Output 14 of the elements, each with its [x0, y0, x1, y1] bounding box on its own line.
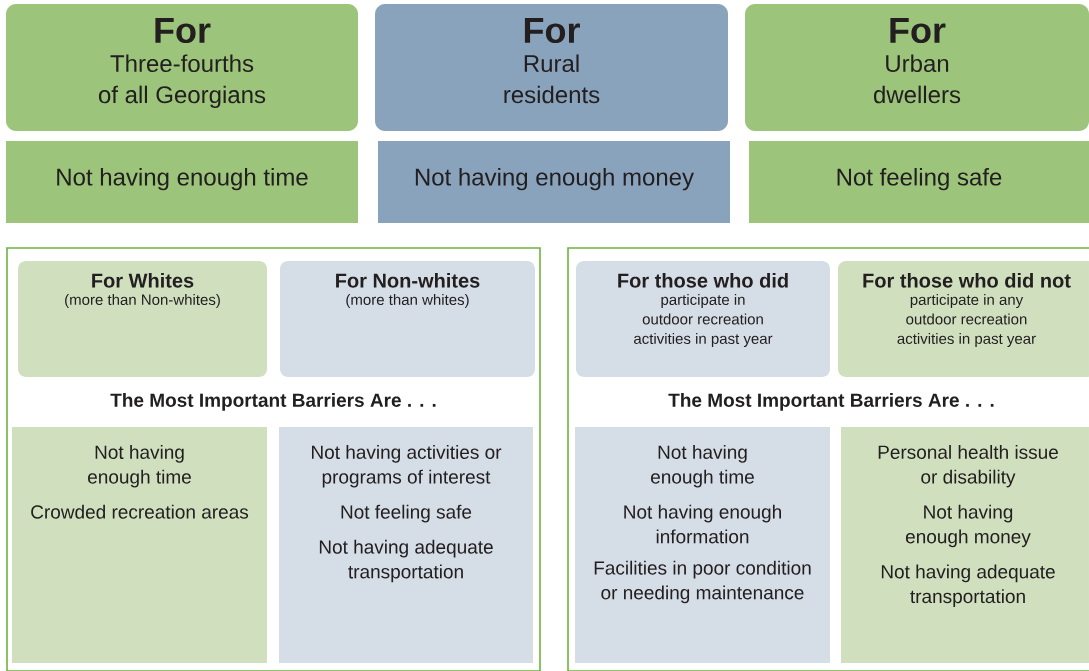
header-box: For Three-fourths of all Georgians: [6, 4, 358, 131]
group-header-box: For those who did participate in outdoor recreation activities in past year: [576, 261, 830, 377]
header-box: For Urban dwellers: [745, 4, 1089, 131]
barrier-list-box: Not having enough time Not having enough information Facilities in poor condition or needing maintenance: [575, 427, 830, 663]
barrier-list-box: Not having activities or programs of interest Not feeling safe Not having adequate transportation: [279, 427, 533, 663]
barrier-box: Not having enough time: [6, 141, 358, 223]
barrier-list-box: Personal health issue or disability Not having enough money Not having adequate transportation: [841, 427, 1089, 663]
header-box: For Rural residents: [375, 4, 728, 131]
barrier-box: Not having enough money: [378, 141, 730, 223]
group-header-box: For Non-whites (more than whites): [280, 261, 535, 377]
group-header-box: For Whites (more than Non-whites): [18, 261, 267, 377]
barrier-list-box: Not having enough time Crowded recreation areas: [12, 427, 267, 663]
group-header-box: For those who did not participate in any outdoor recreation activities in past year: [838, 261, 1089, 377]
barrier-box: Not feeling safe: [749, 141, 1089, 223]
